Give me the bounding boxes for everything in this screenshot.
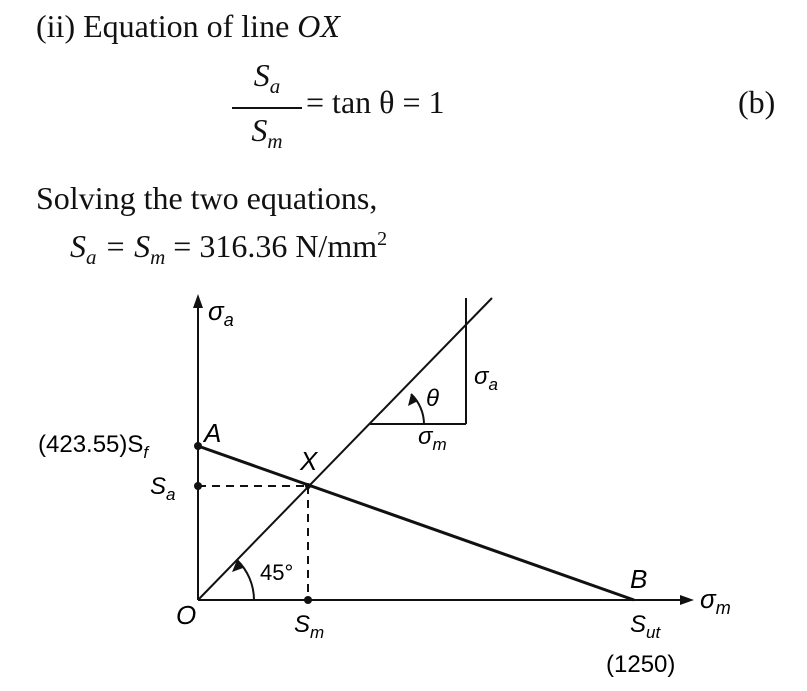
sut-label: Sut bbox=[630, 611, 661, 642]
fraction-numerator: Sa bbox=[253, 57, 281, 98]
angle-45-label: 45° bbox=[260, 560, 293, 585]
inset-vertical-label: σa bbox=[474, 363, 498, 394]
y-axis-label: σa bbox=[208, 296, 234, 330]
x-axis-arrow bbox=[680, 595, 694, 605]
solving-text: Solving the two equations, bbox=[36, 180, 378, 216]
origin-label: O bbox=[176, 600, 196, 630]
inset-horizontal-label: σm bbox=[418, 423, 447, 454]
fraction-bar bbox=[232, 107, 302, 109]
point-a bbox=[194, 442, 202, 450]
result-equation: Sa = Sm = 316.36 N/mm2 bbox=[70, 228, 388, 269]
sm-tick-label: Sm bbox=[294, 611, 324, 642]
point-x-label: X bbox=[299, 446, 319, 476]
line-name: OX bbox=[297, 8, 340, 44]
equation-rhs: = tan θ = 1 bbox=[306, 84, 445, 120]
section-heading: (ii) Equation of line OX bbox=[36, 8, 340, 45]
point-a-label: A bbox=[202, 418, 221, 448]
sa-tick-label: Sa bbox=[150, 473, 175, 504]
inset-theta-label: θ bbox=[426, 385, 439, 412]
y-axis-arrow bbox=[193, 294, 203, 308]
point-sa bbox=[194, 482, 202, 490]
point-x bbox=[305, 483, 311, 489]
load-line-ox bbox=[197, 297, 493, 601]
point-a-value: (423.55)Sf bbox=[38, 431, 150, 462]
angle-45-arrow bbox=[232, 560, 243, 572]
goodman-line bbox=[197, 444, 635, 602]
point-sm bbox=[304, 596, 312, 604]
theta-arrow bbox=[408, 394, 418, 406]
angle-45-arc bbox=[236, 559, 255, 601]
point-b-label: B bbox=[630, 564, 647, 594]
heading-prefix: (ii) Equation of line bbox=[36, 8, 298, 44]
equation-label: (b) bbox=[738, 84, 776, 120]
sut-value: (1250) bbox=[606, 651, 675, 678]
equation-fraction: Sa Sm bbox=[232, 56, 302, 160]
x-axis-label: σm bbox=[700, 584, 731, 618]
fraction-denominator: Sm bbox=[251, 112, 283, 153]
